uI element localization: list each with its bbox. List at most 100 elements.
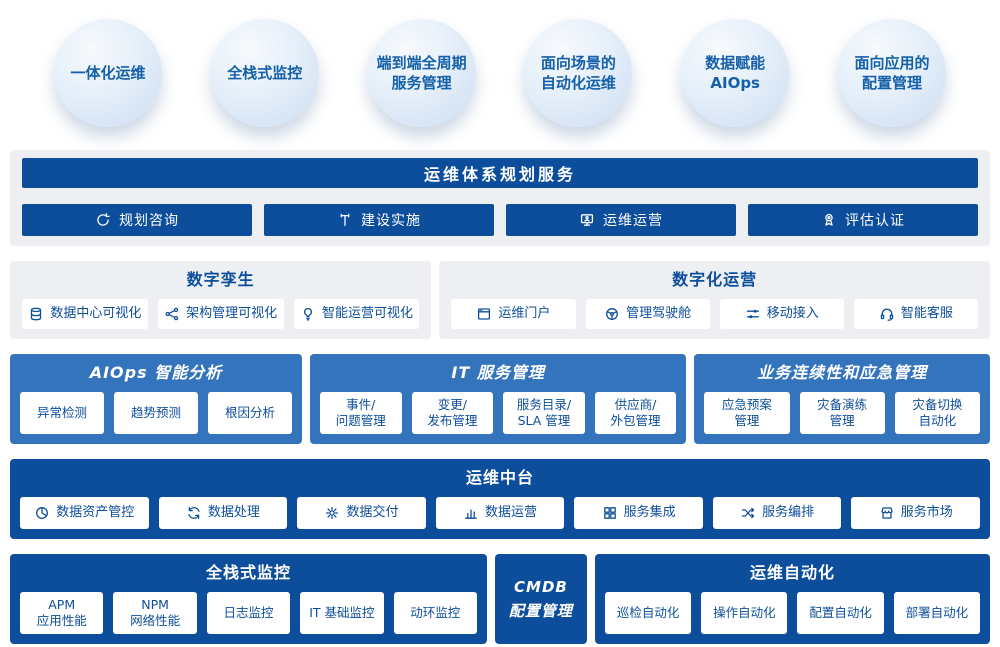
itsm-chip: 变更/发布管理 xyxy=(411,392,494,434)
bcm-chip: 灾备切换自动化 xyxy=(894,392,980,434)
digital-twin-title: 数字孪生 xyxy=(186,270,255,289)
pie-icon xyxy=(34,505,50,521)
bars-icon xyxy=(463,505,479,521)
digital-twin-panel: 数字孪生 数据中心可视化 架构管理可视化 智能运营可视化 xyxy=(10,261,432,339)
aiops-items: 异常检测 趋势预测 根因分析 xyxy=(20,392,292,434)
digital-operation-chip: 运维门户 xyxy=(451,299,576,329)
capability-bubble-label: 全栈式监控 xyxy=(227,63,303,82)
middle-platform-chip-label: 服务编排 xyxy=(762,504,815,520)
aiops-chip: 异常检测 xyxy=(20,392,104,434)
planning-service-button: 规划咨询 xyxy=(22,204,252,236)
capability-bubble-label: 一体化运维 xyxy=(70,63,146,82)
digital-twin-chip: 架构管理可视化 xyxy=(157,299,284,329)
itsm-chip-label: 供应商/外包管理 xyxy=(610,396,661,428)
cmdb-line-1: CMDB xyxy=(514,578,568,596)
flow-icon xyxy=(740,505,756,521)
itsm-chip-label: 事件/问题管理 xyxy=(335,396,386,428)
aiops-title: AIOps 智能分析 xyxy=(89,363,223,382)
headset-icon xyxy=(879,306,895,322)
automation-chip: 部署自动化 xyxy=(893,592,980,634)
aiops-panel: AIOps 智能分析 异常检测 趋势预测 根因分析 xyxy=(10,354,302,444)
bcm-items: 应急预案管理 灾备演练管理 灾备切换自动化 xyxy=(704,392,980,434)
itsm-chip: 服务目录/SLA 管理 xyxy=(503,392,585,434)
automation-panel: 运维自动化 巡检自动化操作自动化配置自动化部署自动化 xyxy=(594,554,990,644)
seal-icon xyxy=(821,212,837,228)
automation-chip-label: 操作自动化 xyxy=(713,604,776,620)
automation-items: 巡检自动化 操作自动化 配置自动化 部署自动化 xyxy=(604,592,980,634)
hammer-icon xyxy=(337,212,353,228)
itsm-chip-label: 变更/发布管理 xyxy=(427,396,478,428)
digital-operation-chip-label: 移动接入 xyxy=(766,305,819,321)
bcm-chip-label: 灾备演练管理 xyxy=(817,396,868,428)
digital-operation-chip-label: 智能客服 xyxy=(900,305,953,321)
digital-twin-chip-label: 智能运营可视化 xyxy=(321,305,413,321)
portal-icon xyxy=(476,306,492,322)
middle-platform-chip-label: 数据处理 xyxy=(207,504,260,520)
digital-twin-chip-label: 架构管理可视化 xyxy=(186,305,278,321)
automation-chip-label: 配置自动化 xyxy=(809,604,872,620)
database-icon xyxy=(28,306,44,322)
capability-bubble: 端到端全周期服务管理 xyxy=(367,19,476,127)
aiops-chip-label: 根因分析 xyxy=(224,404,275,420)
middle-platform-chip: 数据处理 xyxy=(158,497,288,529)
automation-chip-label: 巡检自动化 xyxy=(616,604,680,620)
middle-platform-chip: 数据交付 xyxy=(297,497,426,529)
planning-service-button-label: 评估认证 xyxy=(845,213,905,229)
monitoring-chip: 动环监控 xyxy=(393,592,477,634)
capability-bubble: 面向场景的自动化运维 xyxy=(524,19,633,127)
middle-platform-chip: 服务编排 xyxy=(712,497,842,529)
aiops-chip: 趋势预测 xyxy=(113,392,198,434)
bcm-title: 业务连续性和应急管理 xyxy=(757,363,928,382)
bcm-chip-label: 灾备切换自动化 xyxy=(912,396,963,428)
itsm-chip: 事件/问题管理 xyxy=(319,392,402,434)
middle-platform-title: 运维中台 xyxy=(465,468,534,487)
capability-bubble: 面向应用的配置管理 xyxy=(837,19,946,127)
aiops-chip: 根因分析 xyxy=(207,392,292,434)
monitoring-chip: IT 基础监控 xyxy=(300,592,384,634)
planning-service-button: 评估认证 xyxy=(748,204,978,236)
refresh-icon xyxy=(95,212,111,228)
planning-service-button-label: 建设实施 xyxy=(361,213,421,229)
aiops-chip-label: 异常检测 xyxy=(36,404,87,420)
middle-platform-panel: 运维中台 数据资产管控数据处理数据交付数据运营服务集成服务编排服务市场 xyxy=(10,459,990,539)
planning-service-button-label: 规划咨询 xyxy=(119,213,179,229)
bcm-chip-label: 应急预案管理 xyxy=(721,396,772,428)
bcm-chip: 灾备演练管理 xyxy=(799,392,885,434)
monitoring-chip: 日志监控 xyxy=(206,592,291,634)
middle-platform-chip: 服务集成 xyxy=(574,497,703,529)
bcm-panel: 业务连续性和应急管理 应急预案管理 灾备演练管理 灾备切换自动化 xyxy=(694,354,990,444)
grid-icon xyxy=(602,505,618,521)
itsm-chip-label: 服务目录/SLA 管理 xyxy=(516,396,572,428)
middle-platform-chip-label: 数据交付 xyxy=(346,504,399,520)
automation-chip: 操作自动化 xyxy=(701,592,788,634)
bulb-icon xyxy=(300,306,316,322)
automation-chip: 配置自动化 xyxy=(797,592,884,634)
middle-platform-chip: 服务市场 xyxy=(851,497,981,529)
capability-bubble-label: 端到端全周期服务管理 xyxy=(376,53,467,92)
monitor-icon xyxy=(579,212,595,228)
topology-icon xyxy=(164,306,180,322)
middle-platform-chip-label: 服务市场 xyxy=(900,504,953,520)
digital-operation-panel: 数字化运营 运维门户管理驾驶舱移动接入智能客服 xyxy=(439,261,990,339)
capability-bubble-label: 面向应用的配置管理 xyxy=(854,53,930,92)
digital-operation-chip: 移动接入 xyxy=(719,299,844,329)
middle-platform-chip-label: 数据资产管控 xyxy=(56,504,135,520)
monitoring-chip-label: IT 基础监控 xyxy=(309,604,375,620)
digital-twin-chip-label: 数据中心可视化 xyxy=(50,305,142,321)
store-icon xyxy=(879,505,895,521)
sliders-icon xyxy=(745,306,761,322)
itsm-items: 事件/问题管理 变更/发布管理 服务目录/SLA 管理 供应商/外包管理 xyxy=(319,392,677,434)
digital-twin-chip: 数据中心可视化 xyxy=(22,299,148,329)
aiops-chip-label: 趋势预测 xyxy=(130,404,181,420)
itsm-panel: IT 服务管理 事件/问题管理变更/发布管理服务目录/SLA 管理供应商/外包管… xyxy=(309,354,687,444)
planning-section-title: 运维体系规划服务 xyxy=(22,158,978,188)
dashboard-icon xyxy=(604,306,620,322)
